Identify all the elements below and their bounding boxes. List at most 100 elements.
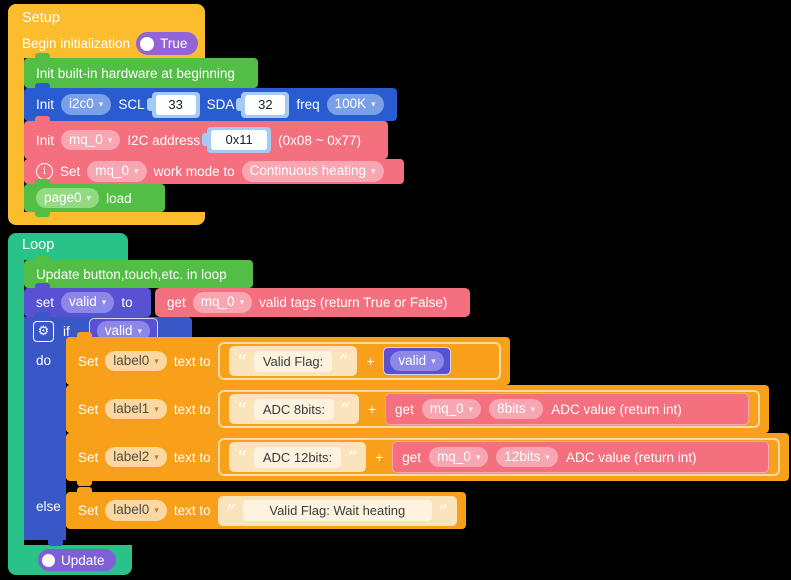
- set-label1-text-block[interactable]: Set label1 ▾ text to “ ADC 8bits: ” + ge…: [66, 380, 769, 433]
- mq-init-keyword: Init: [36, 132, 55, 148]
- string-literal-block[interactable]: “ ADC 12bits: ”: [228, 442, 367, 472]
- if-block[interactable]: ⚙ if valid ▾ do else Set label0 ▾ text t…: [24, 312, 791, 552]
- loop-block-spine[interactable]: [8, 260, 24, 545]
- condition-variable-name: valid: [104, 322, 133, 338]
- chevron-down-icon: ▾: [371, 99, 376, 110]
- setup-block-footer[interactable]: [8, 212, 205, 225]
- variable-name: valid: [69, 294, 97, 310]
- scl-label: SCL: [118, 97, 145, 112]
- toggle-circle-icon: [140, 36, 155, 51]
- set-keyword: Set: [78, 401, 99, 417]
- do-label: do: [36, 353, 52, 368]
- setup-block-header[interactable]: Setup Begin initialization True: [8, 4, 205, 58]
- getter-unit-dropdown[interactable]: mq_0 ▾: [429, 446, 489, 468]
- adc-12bit-getter-block[interactable]: get mq_0 ▾ 12bits ▾ ADC value (return in…: [392, 441, 769, 473]
- get-valid-tags-block[interactable]: get mq_0 ▾ valid tags (return True or Fa…: [155, 288, 470, 317]
- else-set-label0-block[interactable]: Set label0 ▾ text to “ Valid Flag: Wait …: [66, 487, 466, 529]
- freq-dropdown[interactable]: 100K ▾: [326, 94, 384, 115]
- label2-target-dropdown[interactable]: label2 ▾: [105, 446, 167, 468]
- i2c-port-value: i2c0: [69, 96, 94, 112]
- mutator-gear-icon[interactable]: ⚙: [33, 320, 54, 342]
- condition-variable-dropdown[interactable]: valid ▾: [96, 320, 151, 342]
- getter-bits-dropdown[interactable]: 8bits ▾: [489, 398, 544, 420]
- setup-title: Setup: [22, 10, 60, 26]
- set-label2-text-block[interactable]: Set label2 ▾ text to “ ADC 12bits: ” + g…: [66, 428, 789, 486]
- label2-target-value: label2: [113, 448, 150, 464]
- hw-init-label: Init built-in hardware at beginning: [36, 65, 235, 81]
- plus-operator: +: [368, 401, 377, 417]
- getter-bits-value: 8bits: [497, 400, 526, 416]
- set-variable-block[interactable]: set valid ▾ to: [24, 283, 151, 317]
- loop-block-footer[interactable]: Update: [8, 545, 132, 575]
- variable-dropdown[interactable]: valid ▾: [61, 292, 115, 313]
- set-keyword: Set: [78, 449, 99, 465]
- i2c-address-value[interactable]: 0x11: [211, 130, 268, 150]
- chevron-down-icon: ▾: [431, 355, 436, 366]
- loop-title: Loop: [22, 237, 55, 253]
- chevron-down-icon: ▾: [101, 297, 107, 308]
- work-mode-set-keyword: Set: [60, 164, 81, 179]
- scl-value-input[interactable]: 33: [146, 91, 200, 118]
- begin-initialization-toggle[interactable]: True: [136, 32, 199, 55]
- toggle-circle-icon: [42, 553, 55, 567]
- text-join-block[interactable]: “ ADC 8bits: ” + get mq_0 ▾ 8bits ▾ ADC …: [217, 390, 760, 428]
- i2c-init-block[interactable]: Init i2c0 ▾ SCL 33 SDA 32 freq 100K ▾: [24, 83, 397, 121]
- chevron-down-icon: ▾: [239, 297, 245, 308]
- i2c-port-dropdown[interactable]: i2c0 ▾: [61, 94, 112, 115]
- string-literal-block[interactable]: “ Valid Flag: ”: [228, 346, 358, 376]
- info-icon[interactable]: i: [36, 163, 53, 180]
- page-dropdown[interactable]: page0 ▾: [36, 187, 100, 209]
- valid-variable-block[interactable]: valid ▾: [383, 346, 451, 376]
- freq-value: 100K: [334, 96, 367, 112]
- adc-8bit-getter-block[interactable]: get mq_0 ▾ 8bits ▾ ADC value (return int…: [385, 393, 749, 425]
- work-mode-unit-dropdown[interactable]: mq_0 ▾: [87, 161, 147, 182]
- text-join-block[interactable]: “ Valid Flag: ” + valid ▾: [217, 342, 501, 380]
- set-keyword: Set: [78, 503, 99, 518]
- if-block-spine[interactable]: [24, 317, 66, 540]
- string-literal-input[interactable]: ADC 8bits:: [253, 398, 334, 420]
- update-toggle[interactable]: Update: [38, 549, 116, 571]
- chevron-down-icon: ▾: [137, 325, 143, 336]
- chevron-down-icon: ▾: [98, 99, 104, 110]
- setup-block-spine[interactable]: [8, 58, 24, 212]
- chevron-down-icon: ▾: [86, 192, 92, 203]
- page-value: page0: [44, 189, 82, 205]
- string-literal-block[interactable]: “ ADC 8bits: ”: [228, 394, 360, 424]
- work-mode-block[interactable]: i Set mq_0 ▾ work mode to Continuous hea…: [24, 154, 404, 184]
- mq-unit-dropdown[interactable]: mq_0 ▾: [61, 129, 121, 151]
- getter-bits-dropdown[interactable]: 12bits ▾: [496, 446, 558, 468]
- page-load-block[interactable]: page0 ▾ load: [24, 179, 165, 217]
- getter-unit-dropdown[interactable]: mq_0 ▾: [421, 398, 482, 420]
- open-quote-icon: “: [237, 351, 247, 370]
- label0-target-dropdown[interactable]: label0 ▾: [105, 350, 167, 372]
- else-label0-target-dropdown[interactable]: label0 ▾: [105, 500, 167, 521]
- hw-init-block[interactable]: Init built-in hardware at beginning: [24, 53, 258, 88]
- get-keyword: get: [395, 401, 414, 417]
- sda-value[interactable]: 32: [245, 94, 286, 115]
- string-literal-input[interactable]: Valid Flag: Wait heating: [242, 500, 432, 521]
- update-note-block[interactable]: Update button,touch,etc. in loop: [24, 255, 253, 288]
- scl-value[interactable]: 33: [155, 94, 196, 115]
- work-mode-dropdown[interactable]: Continuous heating ▾: [241, 161, 384, 182]
- chevron-down-icon: ▾: [475, 451, 481, 462]
- string-literal-block[interactable]: “ Valid Flag: Wait heating ”: [217, 495, 457, 526]
- valid-variable-dropdown[interactable]: valid ▾: [390, 350, 444, 372]
- toggle-true-label: True: [160, 36, 188, 51]
- string-literal-input[interactable]: ADC 12bits:: [253, 446, 342, 468]
- i2c-address-input[interactable]: 0x11: [202, 127, 272, 153]
- string-literal-input[interactable]: Valid Flag:: [253, 350, 333, 372]
- chevron-down-icon: ▾: [154, 355, 159, 366]
- set-label0-text-block[interactable]: Set label0 ▾ text to “ Valid Flag: ” + v…: [66, 332, 510, 385]
- close-quote-icon: ”: [348, 447, 358, 466]
- mq-unit-init-block[interactable]: Init mq_0 ▾ I2C address 0x11 (0x08 ~ 0x7…: [24, 116, 388, 159]
- set-keyword: Set: [78, 353, 99, 369]
- text-join-block[interactable]: “ ADC 12bits: ” + get mq_0 ▾ 12bits ▾ AD…: [217, 438, 780, 476]
- sda-value-input[interactable]: 32: [236, 91, 290, 118]
- get-valid-unit-dropdown[interactable]: mq_0 ▾: [192, 292, 253, 313]
- label1-target-dropdown[interactable]: label1 ▾: [105, 398, 167, 420]
- loop-block-header[interactable]: Loop: [8, 233, 128, 260]
- close-quote-icon: ”: [339, 351, 349, 370]
- chevron-down-icon: ▾: [370, 166, 376, 177]
- work-mode-label: work mode to: [153, 164, 235, 179]
